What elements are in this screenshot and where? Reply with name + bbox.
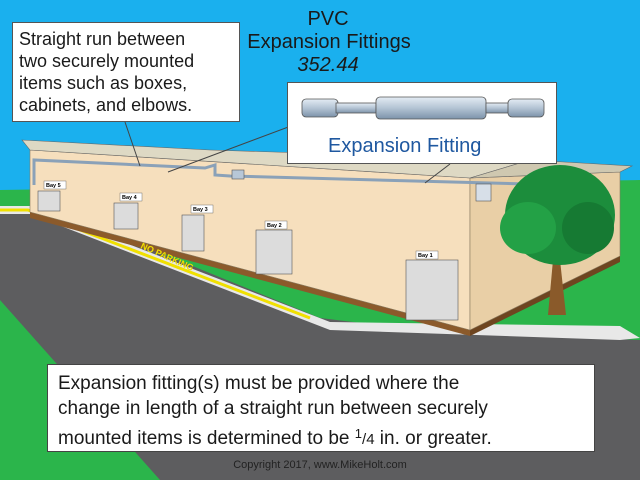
leader-line-fitting-a xyxy=(167,119,308,173)
requirement-line-3-prefix: mounted items is determined to be xyxy=(58,428,350,449)
bay-sign xyxy=(190,204,214,214)
bay-sign xyxy=(415,250,439,260)
requirement-box: Expansion fitting(s) must be provided wh… xyxy=(47,364,595,452)
expansion-fitting-label: Expansion Fitting xyxy=(328,135,482,157)
bay-sign xyxy=(264,220,288,230)
bay-label: Bay 5 xyxy=(46,183,61,189)
leader-line-left xyxy=(124,121,141,167)
callout-line: Straight run between xyxy=(19,29,186,49)
title-line-2: Expansion Fittings xyxy=(247,31,411,53)
requirement-line-1: Expansion fitting(s) must be provided wh… xyxy=(58,373,460,394)
cabinet xyxy=(475,183,492,202)
building-base xyxy=(30,212,470,336)
expansion-fitting-callout: Expansion Fitting xyxy=(287,82,557,164)
bay-label: Bay 4 xyxy=(122,195,138,201)
callout-line: cabinets, and elbows. xyxy=(19,95,193,115)
bay-label: Bay 3 xyxy=(193,207,208,213)
curb-line xyxy=(0,208,311,320)
copyright-notice: Copyright 2017, www.MikeHolt.com xyxy=(233,459,407,471)
building-base-side xyxy=(470,256,620,336)
title-line-1: PVC xyxy=(307,8,349,30)
requirement-line-2: change in length of a straight run betwe… xyxy=(58,398,488,419)
doors xyxy=(37,190,459,321)
bay-labels: Bay 1 Bay 2 Bay 3 Bay 4 Bay 5 xyxy=(43,180,439,260)
bay-sign xyxy=(119,192,143,202)
requirement-line-3: mounted items is determined to be 1/4 in… xyxy=(58,421,584,452)
pvc-conduit xyxy=(32,158,601,188)
leader-line-fitting-b xyxy=(424,163,451,184)
tree xyxy=(500,165,615,315)
bay-sign xyxy=(43,180,67,190)
callout-line: items such as boxes, xyxy=(19,73,188,93)
fraction-numerator: 1 xyxy=(354,426,363,441)
callout-line: two securely mounted xyxy=(19,51,195,71)
fraction-denominator: 4 xyxy=(366,431,375,448)
quarter-inch-fraction: 1/4 xyxy=(354,426,375,448)
bay-label: Bay 1 xyxy=(418,253,433,259)
code-section: 352.44 xyxy=(297,54,359,76)
junction-box xyxy=(231,169,245,180)
bay-label: Bay 2 xyxy=(267,223,282,229)
expansion-fitting-icon xyxy=(301,96,545,120)
straight-run-callout: Straight run between two securely mounte… xyxy=(12,22,240,122)
requirement-line-3-suffix: in. or greater. xyxy=(374,428,492,449)
